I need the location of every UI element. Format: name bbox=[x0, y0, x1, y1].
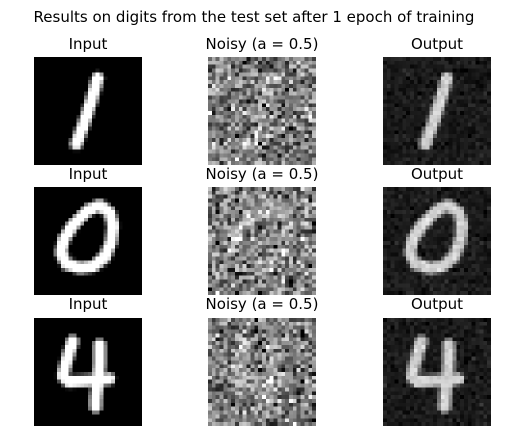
panel-title: Input bbox=[68, 35, 108, 53]
panel-title: Noisy (a = 0.5) bbox=[205, 35, 319, 53]
panel-title: Output bbox=[410, 35, 464, 53]
panel-title: Noisy (a = 0.5) bbox=[205, 165, 319, 183]
input-image-digit-4 bbox=[34, 318, 142, 426]
panel-title: Input bbox=[68, 295, 108, 313]
output-image-digit-4 bbox=[383, 318, 491, 426]
noisy-image-digit-0 bbox=[208, 187, 316, 295]
output-image-digit-0 bbox=[383, 187, 491, 295]
figure-suptitle: Results on digits from the test set afte… bbox=[33, 8, 475, 26]
noisy-image-digit-1 bbox=[208, 57, 316, 165]
panel-title: Output bbox=[410, 165, 464, 183]
output-image-digit-1 bbox=[383, 57, 491, 165]
noisy-image-digit-4 bbox=[208, 318, 316, 426]
panel-title: Output bbox=[410, 295, 464, 313]
panel-title: Noisy (a = 0.5) bbox=[205, 295, 319, 313]
input-image-digit-1 bbox=[34, 57, 142, 165]
input-image-digit-0 bbox=[34, 187, 142, 295]
panel-title: Input bbox=[68, 165, 108, 183]
